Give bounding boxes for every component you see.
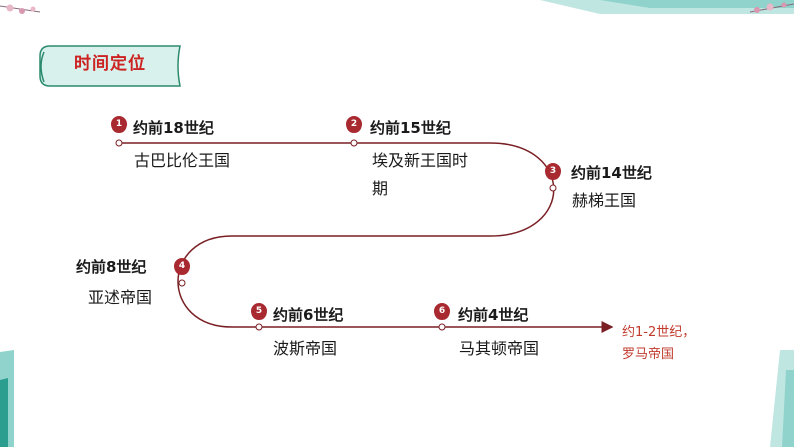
section-title: 时间定位 — [74, 54, 146, 74]
pin-4-icon — [174, 258, 190, 287]
pin-2-icon — [346, 116, 362, 147]
place-label: 马其顿帝国 — [459, 339, 540, 358]
top-decoration — [0, 0, 794, 14]
era-label: 约前15世纪 — [370, 119, 451, 137]
era-label: 约前6世纪 — [273, 306, 344, 324]
end-note-line2: 罗马帝国 — [622, 347, 675, 362]
era-label: 约前14世纪 — [571, 164, 652, 182]
end-note-line1: 约1-2世纪， — [622, 325, 696, 340]
section-tag-shape — [39, 45, 181, 87]
node-number: 3 — [549, 166, 557, 176]
pin-6-icon — [434, 303, 450, 331]
place-label-line2: 期 — [372, 179, 389, 198]
node-number: 5 — [255, 306, 263, 316]
blossom-left-icon — [0, 4, 41, 14]
pin-5-icon — [251, 303, 267, 331]
node-number: 1 — [115, 119, 123, 129]
bottom-decoration — [0, 350, 794, 447]
place-label: 赫梯王国 — [572, 191, 637, 210]
place-label: 波斯帝国 — [273, 339, 338, 358]
era-label: 约前4世纪 — [458, 306, 529, 324]
blossom-right-icon — [749, 2, 794, 13]
timeline-path — [118, 142, 614, 333]
place-label-line1: 埃及新王国时 — [372, 151, 469, 170]
pin-3-icon — [545, 163, 561, 192]
node-number: 4 — [178, 261, 186, 271]
node-number: 6 — [438, 306, 446, 316]
place-label: 古巴比伦王国 — [134, 151, 231, 170]
place-label: 亚述帝国 — [88, 288, 153, 307]
node-number: 2 — [350, 119, 358, 129]
pin-1-icon — [111, 116, 127, 147]
era-label: 约前18世纪 — [133, 119, 214, 137]
section-tag: 时间定位 — [36, 42, 184, 90]
era-label: 约前8世纪 — [76, 258, 147, 276]
